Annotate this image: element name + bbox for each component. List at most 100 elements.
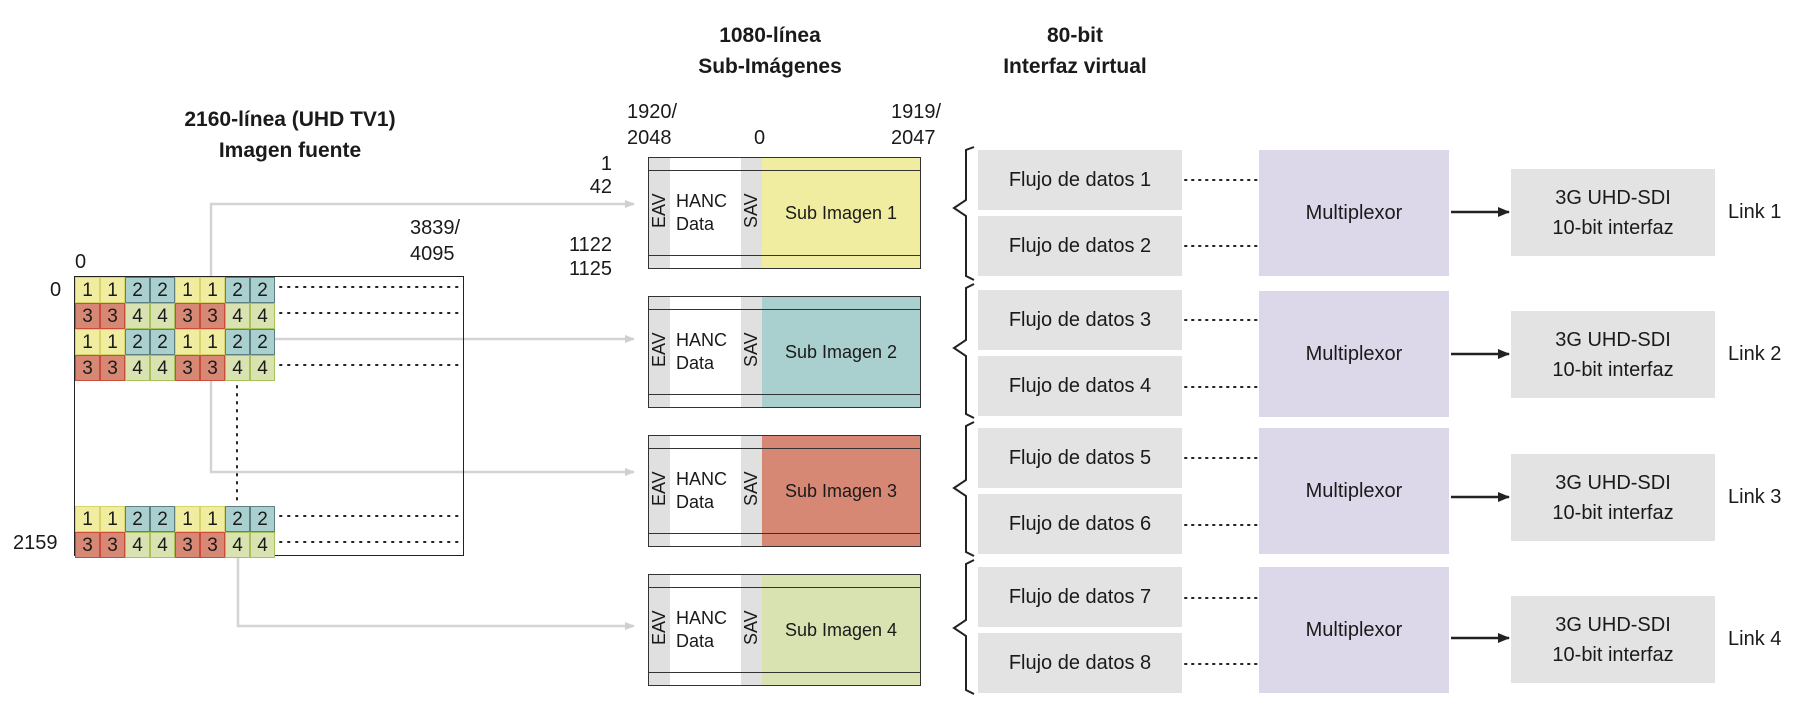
sub-axis-left-label-2: 2048	[627, 127, 672, 149]
sdi-interface-1: 3G UHD-SDI 10-bit interfaz	[1511, 169, 1715, 256]
source-title-line2: Imagen fuente	[218, 139, 362, 162]
grid-cell-substream-1: 1	[175, 506, 200, 532]
link-label-1: Link 1	[1728, 201, 1782, 223]
grid-cell-substream-4: 4	[150, 303, 175, 329]
grid-cell-substream-3: 3	[200, 355, 225, 381]
virtual-interface-title-line1: 80-bit	[1046, 24, 1103, 47]
sdi-interface-line2: 10-bit interfaz	[1552, 643, 1674, 666]
grid-cell-substream-4: 4	[225, 355, 250, 381]
source-row-start-label: 0	[50, 279, 62, 301]
grid-cell-substream-1: 1	[100, 506, 125, 532]
sub-axis-right-label-1: 1919/	[891, 101, 942, 123]
source-row-end-label: 2159	[13, 532, 58, 554]
sub-image-label: Sub Imagen 2	[784, 341, 898, 362]
sub-row-label-1125: 1125	[568, 258, 612, 280]
link-label-2: Link 2	[1728, 343, 1782, 365]
grid-cell-substream-2: 2	[125, 329, 150, 355]
grid-cell-substream-3: 3	[175, 532, 200, 558]
eav-label: EAV	[649, 193, 669, 228]
multiplexor-1: Multiplexor	[1259, 150, 1449, 276]
grid-cell-substream-2: 2	[225, 329, 250, 355]
sdi-interface-3: 3G UHD-SDI 10-bit interfaz	[1511, 454, 1715, 541]
multiplexor-4: Multiplexor	[1259, 567, 1449, 693]
source-col-start-label: 0	[75, 251, 87, 273]
bottom-blanking-line	[649, 533, 920, 534]
grid-cell-substream-2: 2	[225, 277, 250, 303]
grid-cell-substream-3: 3	[100, 355, 125, 381]
sav-region	[741, 158, 762, 268]
bottom-blanking-line	[649, 255, 920, 256]
hanc-label-line2: Data	[676, 631, 715, 651]
hanc-label-line2: Data	[676, 214, 715, 234]
eav-label: EAV	[649, 471, 669, 506]
grid-cell-substream-2: 2	[250, 277, 275, 303]
sub-image-4-area: Sub Imagen 4	[762, 575, 920, 685]
sav-label: SAV	[741, 471, 761, 506]
grid-cell-substream-1: 1	[175, 277, 200, 303]
sdi-interface-line2: 10-bit interfaz	[1552, 501, 1674, 524]
route-arrow-1	[209, 200, 635, 278]
sub-axis-left-label-1: 1920/	[627, 101, 678, 123]
grid-cell-substream-1: 1	[175, 329, 200, 355]
grid-cell-substream-4: 4	[125, 303, 150, 329]
grid-cell-substream-4: 4	[225, 303, 250, 329]
grid-cell-substream-2: 2	[150, 329, 175, 355]
grid-cell-substream-3: 3	[75, 303, 100, 329]
sub-axis-zero-label: 0	[754, 127, 766, 149]
hanc-label-line1: HANC	[676, 191, 728, 211]
grid-cell-substream-1: 1	[75, 277, 100, 303]
data-stream-8: Flujo de datos 8	[978, 633, 1182, 693]
hanc-label: HANC Data	[676, 190, 727, 236]
grid-cell-substream-4: 4	[150, 532, 175, 558]
grid-cell-substream-4: 4	[250, 303, 275, 329]
sav-region	[741, 436, 762, 546]
grid-cell-substream-2: 2	[150, 506, 175, 532]
hanc-label-line1: HANC	[676, 330, 728, 350]
grid-cell-substream-1: 1	[100, 329, 125, 355]
grid-cell-substream-1: 1	[200, 506, 225, 532]
grid-cell-substream-3: 3	[200, 303, 225, 329]
link-label-4: Link 4	[1728, 628, 1782, 650]
top-blanking-line	[649, 448, 920, 449]
sub-image-3-area: Sub Imagen 3	[762, 436, 920, 546]
sdi-interface-4: 3G UHD-SDI 10-bit interfaz	[1511, 596, 1715, 683]
grid-cell-substream-2: 2	[225, 506, 250, 532]
grid-cell-substream-2: 2	[125, 277, 150, 303]
grid-cell-substream-2: 2	[125, 506, 150, 532]
sub-image-label: Sub Imagen 3	[784, 480, 898, 501]
data-stream-1: Flujo de datos 1	[978, 150, 1182, 210]
bottom-blanking-line	[649, 394, 920, 395]
sub-image-label: Sub Imagen 4	[784, 619, 898, 640]
source-title-line1: 2160-línea (UHD TV1)	[184, 108, 396, 131]
grid-cell-substream-3: 3	[100, 532, 125, 558]
grid-cell-substream-4: 4	[250, 355, 275, 381]
bottom-blanking-line	[649, 672, 920, 673]
sav-region	[741, 575, 762, 685]
sub-images-title-line2: Sub-Imágenes	[698, 55, 842, 78]
source-col-end-label-2: 4095	[410, 243, 455, 265]
virtual-interface-title-line2: Interfaz virtual	[1003, 55, 1147, 78]
sub-axis-right-label-2: 2047	[891, 127, 936, 149]
data-stream-5: Flujo de datos 5	[978, 428, 1182, 488]
grid-cell-substream-3: 3	[75, 355, 100, 381]
sav-label: SAV	[741, 193, 761, 228]
eav-label: EAV	[649, 610, 669, 645]
data-stream-4: Flujo de datos 4	[978, 356, 1182, 416]
source-col-end-label-1: 3839/	[410, 217, 461, 239]
source-title: 2160-línea (UHD TV1) Imagen fuente	[130, 104, 450, 166]
route-arrow-3	[209, 364, 635, 476]
sub-row-label-1: 1	[600, 153, 612, 175]
route-arrow-4	[236, 556, 635, 630]
eav-region	[649, 575, 670, 685]
data-stream-6: Flujo de datos 6	[978, 494, 1182, 554]
grid-cell-substream-3: 3	[100, 303, 125, 329]
grid-cell-substream-3: 3	[75, 532, 100, 558]
sav-label: SAV	[741, 332, 761, 367]
